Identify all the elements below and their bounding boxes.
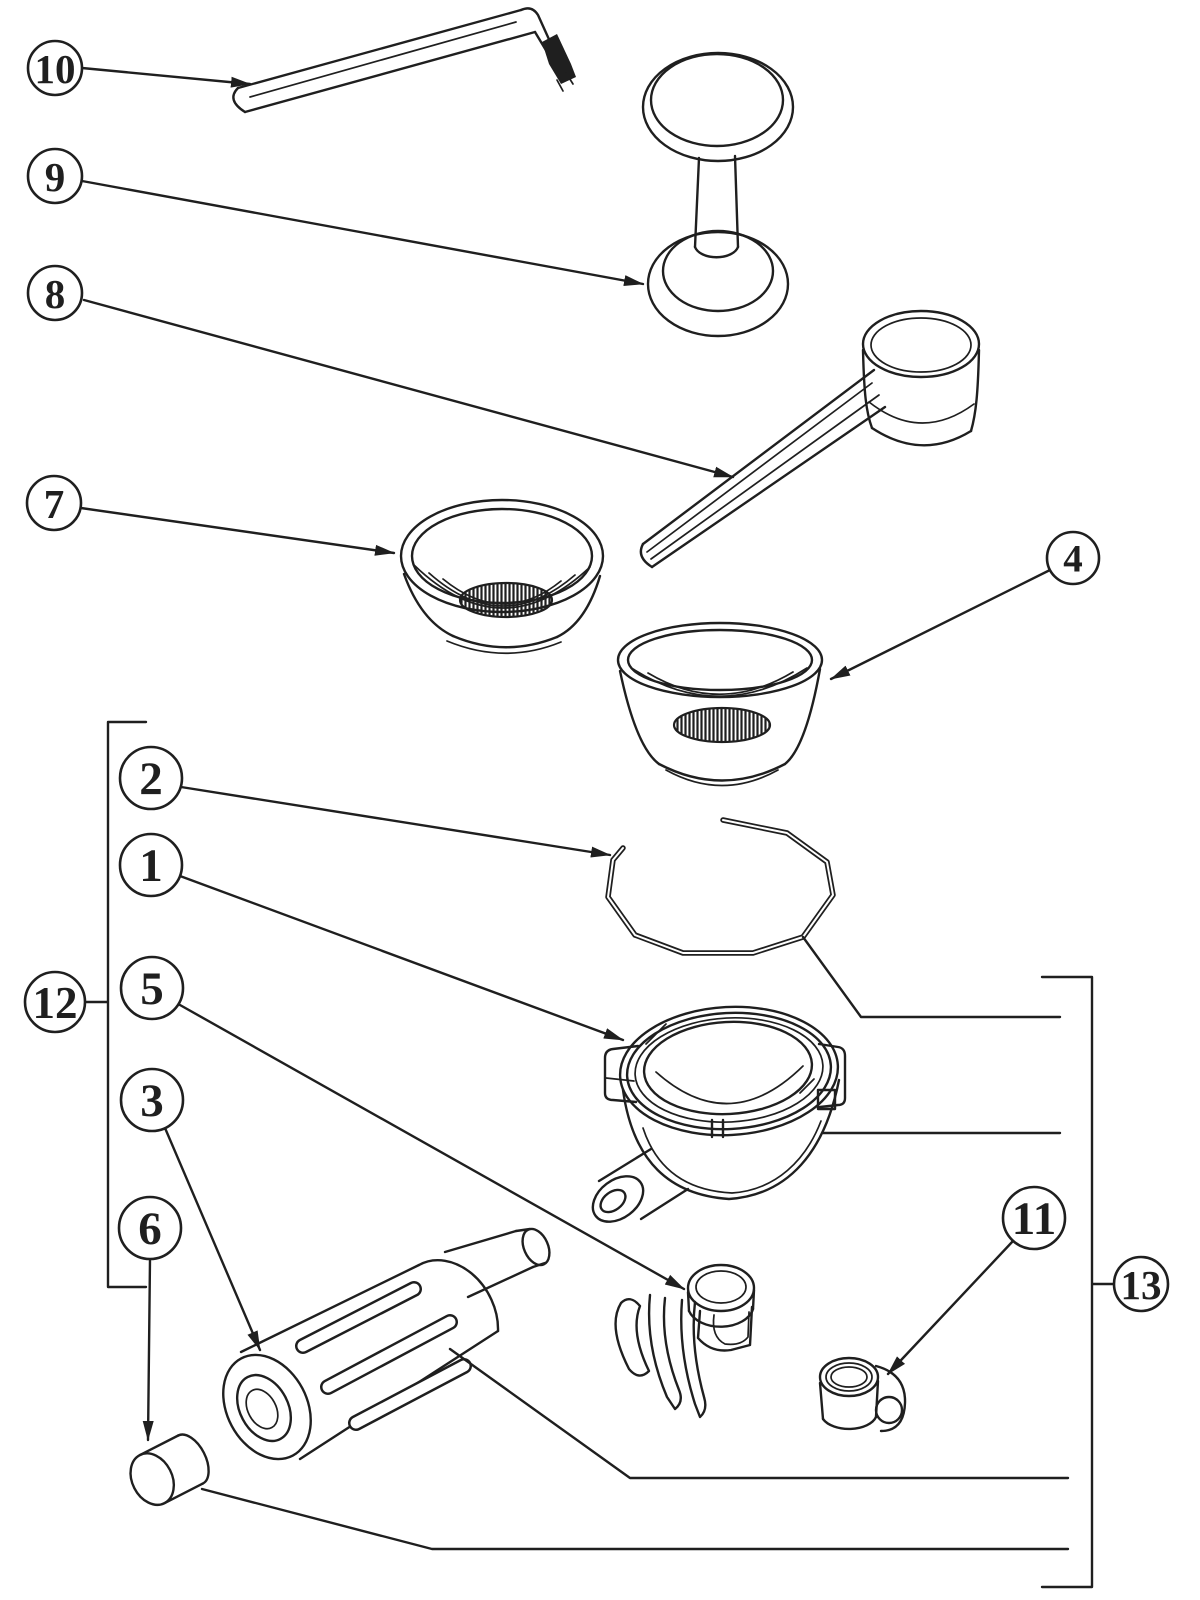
cleaning-brush	[232, 7, 576, 114]
clip-to-group-13-leader	[801, 935, 1062, 1019]
callout-13: 13	[1091, 1255, 1170, 1313]
callout-leader-line	[829, 568, 1052, 681]
callout-leader-line	[178, 1003, 686, 1291]
callout-circle	[26, 39, 84, 97]
callout-7: 7	[25, 474, 396, 556]
callout-circle	[23, 970, 87, 1034]
callout-5: 5	[119, 955, 686, 1291]
callout-number: 3	[140, 1075, 164, 1127]
callout-circle	[26, 264, 84, 322]
callout-number: 9	[45, 154, 66, 200]
group-12-bracket	[106, 720, 148, 1289]
callout-leader-line	[178, 874, 625, 1042]
callout-leader-line	[82, 298, 735, 479]
cap-to-group-13-leader	[200, 1487, 1070, 1551]
parts-layer	[129, 7, 981, 1506]
callout-11: 11	[886, 1185, 1067, 1376]
filter-basket-large	[616, 621, 824, 787]
callout-number: 4	[1063, 538, 1083, 581]
callout-6: 6	[117, 1195, 183, 1442]
callout-number: 6	[138, 1203, 162, 1255]
group-13-bracket	[1040, 975, 1094, 1589]
crema-device	[614, 1263, 756, 1419]
callout-4: 4	[829, 530, 1101, 681]
cap	[129, 1433, 210, 1506]
callout-leader-line	[886, 1239, 1015, 1376]
callout-leader-line	[80, 66, 252, 88]
callout-leader-line	[163, 1126, 262, 1352]
callout-12: 12	[23, 970, 109, 1034]
callout-3: 3	[119, 1067, 262, 1352]
tamper	[641, 51, 795, 338]
handle-to-group-13-leader	[448, 1347, 1070, 1480]
callout-1: 1	[118, 832, 625, 1042]
callout-circle	[118, 832, 184, 898]
callout-number: 10	[35, 46, 76, 92]
callout-2: 2	[118, 745, 612, 858]
callout-circle	[25, 474, 83, 532]
callout-10: 10	[26, 39, 252, 97]
callout-number: 12	[33, 978, 78, 1028]
callout-leader-line	[79, 506, 396, 556]
callout-8: 8	[26, 264, 735, 479]
callout-circle	[119, 955, 185, 1021]
callout-leader-line	[80, 179, 645, 286]
callout-leader-line	[179, 785, 612, 858]
callout-number: 1	[139, 840, 163, 892]
callout-circle	[117, 1195, 183, 1261]
filter-basket-small	[399, 498, 605, 655]
handle	[222, 1227, 551, 1461]
callout-leader-line	[142, 1257, 154, 1442]
spring-clip	[605, 817, 836, 956]
portafilter-body	[591, 1005, 847, 1223]
callout-circle	[1001, 1185, 1067, 1251]
callout-number: 13	[1121, 1262, 1162, 1308]
callout-circle	[1045, 530, 1101, 586]
callout-number: 8	[45, 271, 66, 317]
callout-circle	[26, 147, 84, 205]
measuring-scoop	[639, 309, 981, 569]
callout-circle	[118, 745, 184, 811]
annotation-layer: 10 9 8 7 4 2 1 5 3 6 11 12 13	[23, 39, 1170, 1589]
callout-number: 7	[44, 481, 65, 527]
callout-9: 9	[26, 147, 645, 286]
callout-number: 2	[139, 753, 163, 805]
callout-number: 5	[140, 963, 164, 1015]
callout-circle	[119, 1067, 185, 1133]
callout-circle	[1112, 1255, 1170, 1313]
callout-number: 11	[1012, 1193, 1056, 1245]
